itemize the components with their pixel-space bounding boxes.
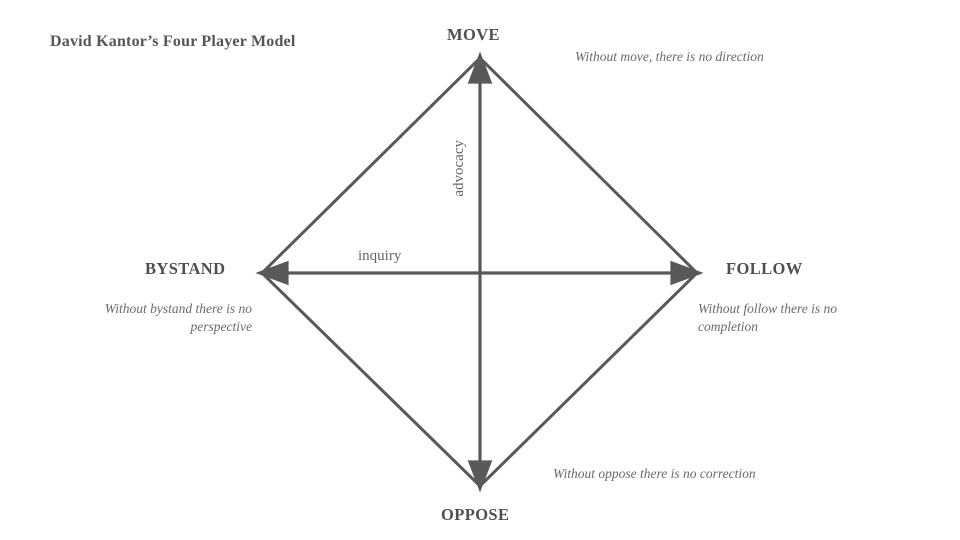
axis-inquiry	[255, 260, 704, 286]
vertex-label-bystand: BYSTAND	[145, 259, 226, 278]
advocacy-arrow-down	[467, 460, 493, 493]
vertex-label-move: MOVE	[447, 25, 500, 44]
advocacy-arrow-up	[467, 51, 493, 84]
page-title: David Kantor’s Four Player Model	[50, 33, 296, 50]
note-follow: Without follow there is no completion	[698, 301, 838, 335]
vertex-label-follow: FOLLOW	[726, 259, 803, 278]
vertex-label-oppose: OPPOSE	[441, 505, 510, 524]
axis-label-advocacy: advocacy	[451, 140, 467, 197]
inquiry-arrow-left	[255, 260, 289, 286]
inquiry-arrow-right	[670, 260, 704, 286]
note-oppose: Without oppose there is no correction	[553, 466, 756, 481]
note-move: Without move, there is no direction	[575, 49, 764, 64]
axis-label-inquiry: inquiry	[358, 248, 402, 264]
note-bystand: Without bystand there is no perspective	[104, 301, 252, 335]
